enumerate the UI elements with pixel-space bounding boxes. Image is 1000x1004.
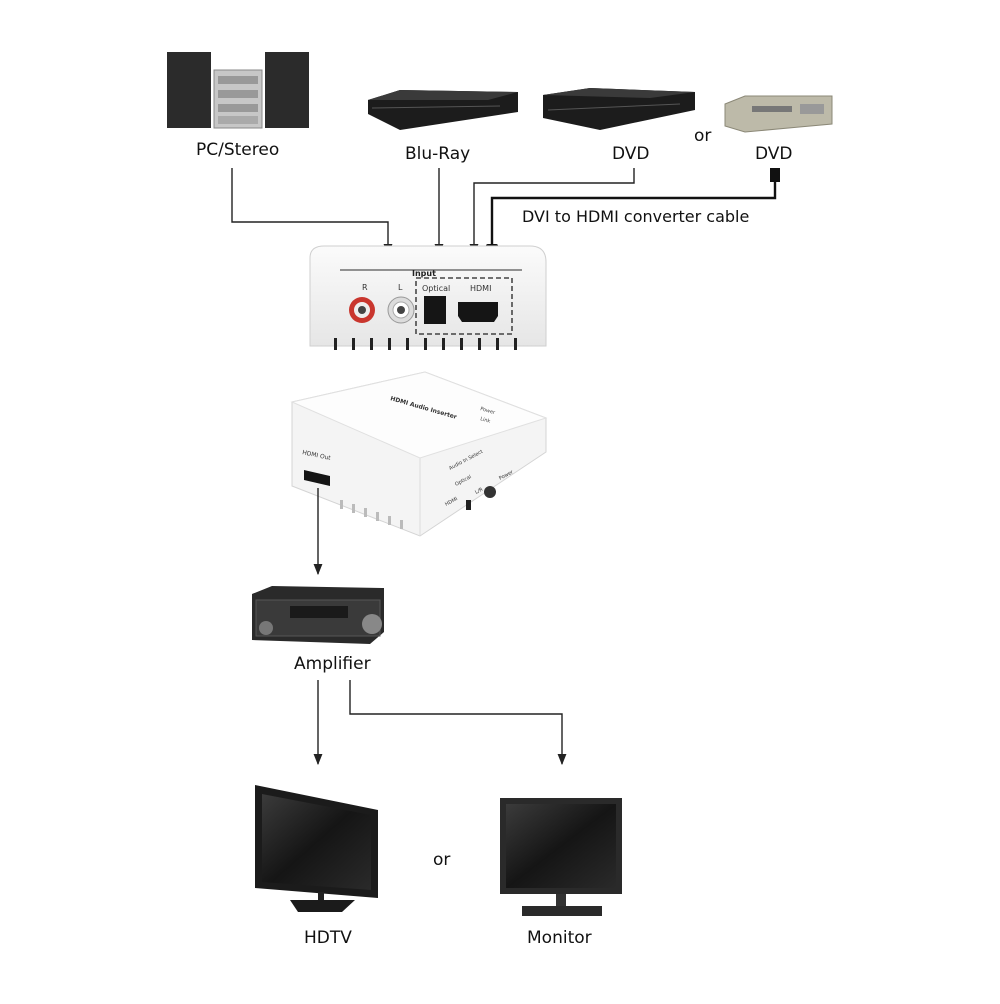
dvd-2-label: DVD: [755, 144, 793, 164]
amplifier-to-monitor-line: [349, 680, 567, 766]
bluray-label: Blu-Ray: [405, 144, 471, 164]
pc-stereo-image: [167, 52, 309, 129]
rca-l-label: L: [398, 283, 403, 292]
input-box-vents: [334, 338, 517, 350]
monitor-label: Monitor: [527, 928, 592, 948]
or-top-label: or: [694, 126, 712, 146]
amplifier-label: Amplifier: [294, 654, 371, 674]
hdmi-output-port: [304, 470, 330, 486]
bluray-player-image: [368, 90, 518, 130]
dvd-player-2-image: [724, 95, 833, 133]
dvi-hdmi-cable-label: DVI to HDMI converter cable: [522, 207, 750, 226]
hdmi-port-label: HDMI: [470, 284, 491, 293]
input-device-box: [309, 245, 547, 350]
optical-port: [424, 296, 446, 324]
rca-r-label: R: [362, 283, 368, 292]
input-connection-lines: [231, 168, 635, 256]
hdtv-image: [255, 785, 378, 912]
hdmi-input-port: [458, 302, 498, 322]
rca-jack-r: [349, 297, 375, 323]
pc-stereo-to-rca-line: [231, 168, 393, 256]
input-panel-label: Input: [412, 269, 436, 278]
monitor-image: [500, 798, 622, 916]
optical-port-label: Optical: [422, 284, 450, 293]
dvd-to-hdmi-line: [469, 168, 635, 256]
hdtv-label: HDTV: [304, 928, 352, 948]
led-link-label: Link: [479, 416, 491, 425]
audio-select-switch: [466, 500, 471, 510]
pc-stereo-label: PC/Stereo: [196, 140, 280, 160]
audio-select-lr-label: L/R: [474, 486, 484, 495]
dvd-player-1-image: [543, 88, 695, 130]
dvd-1-label: DVD: [612, 144, 650, 164]
or-bottom-label: or: [433, 850, 451, 870]
audio-select-hdmi-label: HDMI: [444, 496, 459, 508]
led-power-label: Power: [479, 406, 496, 416]
input-dashed-frame: [415, 277, 513, 335]
rca-jack-l: [387, 296, 415, 324]
amplifier-image: [252, 586, 384, 644]
output-device-box: [290, 371, 548, 537]
output-box-vents: [340, 500, 403, 529]
output-connection-lines: [313, 680, 567, 766]
power-jack: [484, 486, 496, 498]
